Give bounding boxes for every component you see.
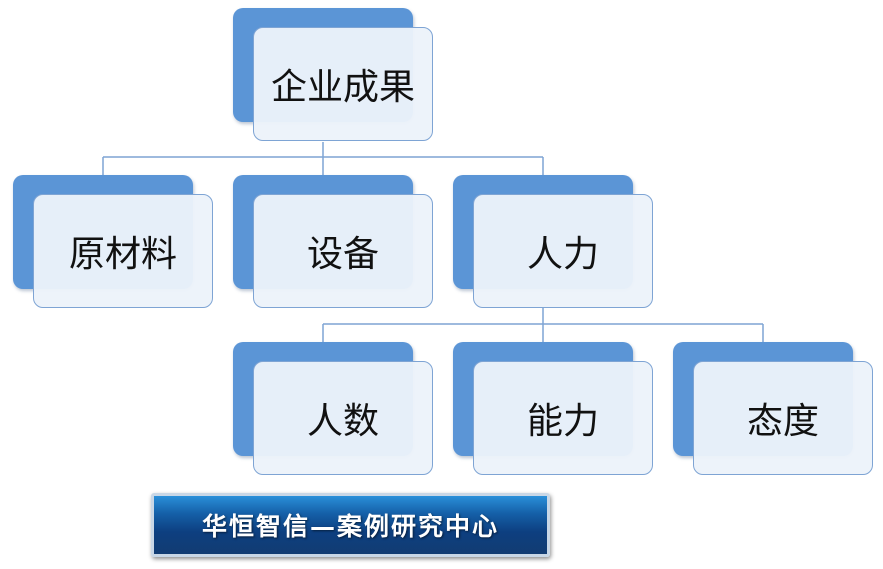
node-headcount: 人数 <box>233 342 433 475</box>
node-equipment: 设备 <box>233 175 433 308</box>
node-equipment-label: 设备 <box>253 194 433 308</box>
node-attitude: 态度 <box>673 342 873 475</box>
node-headcount-label: 人数 <box>253 361 433 475</box>
node-materials-label: 原材料 <box>33 194 213 308</box>
node-manpower: 人力 <box>453 175 653 308</box>
node-ability-label: 能力 <box>473 361 653 475</box>
node-ability: 能力 <box>453 342 653 475</box>
source-banner-text: 华恒智信—案例研究中心 <box>201 512 499 541</box>
node-attitude-label: 态度 <box>693 361 873 475</box>
node-root-label: 企业成果 <box>253 27 433 141</box>
source-banner: 华恒智信—案例研究中心 <box>151 493 550 557</box>
node-materials: 原材料 <box>13 175 213 308</box>
node-manpower-label: 人力 <box>473 194 653 308</box>
node-root: 企业成果 <box>233 8 433 141</box>
